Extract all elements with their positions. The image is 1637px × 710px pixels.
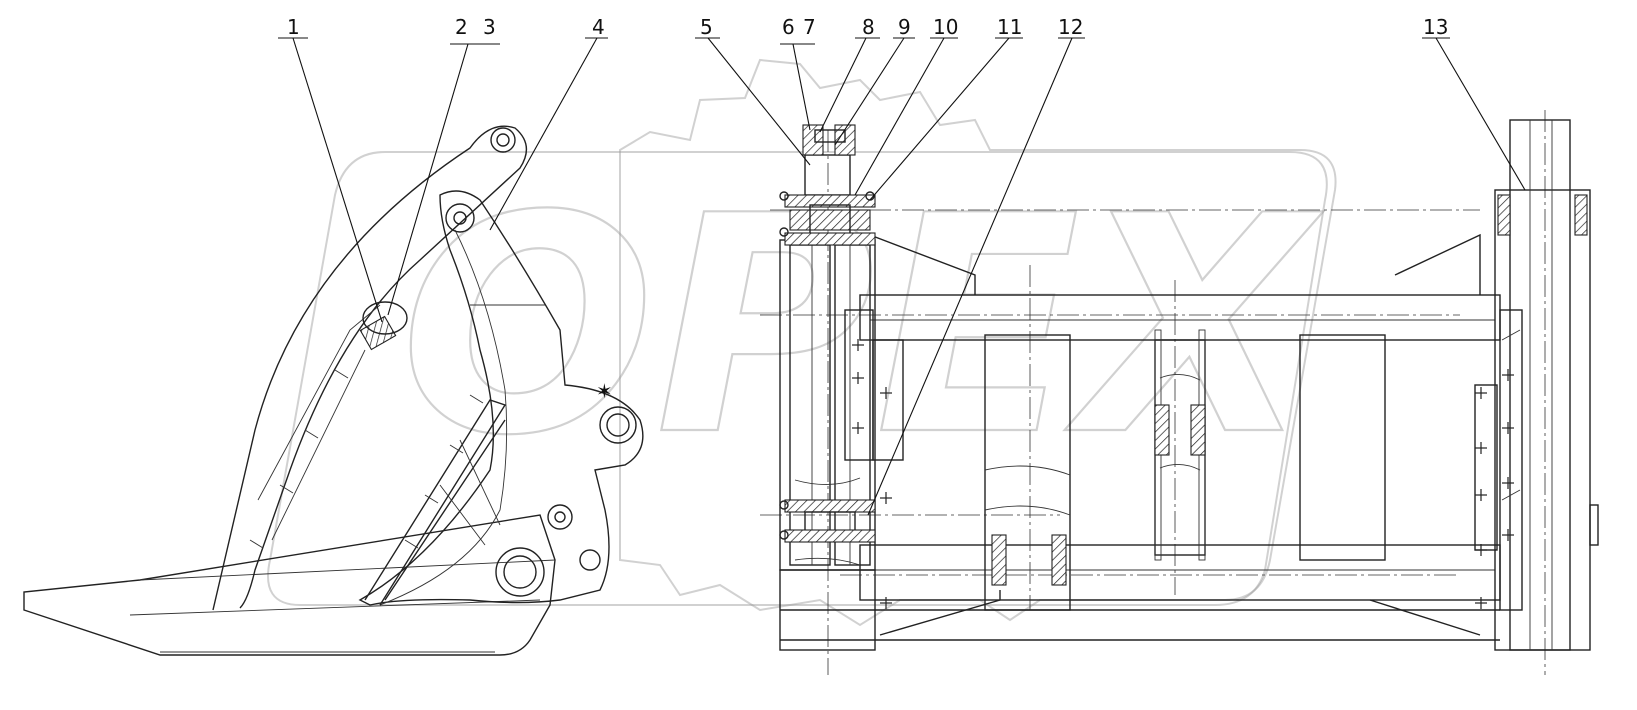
callout-3: 3 — [483, 15, 496, 39]
side-view: ✶ — [23, 125, 644, 656]
front-view — [760, 110, 1599, 675]
pivot-boss-right — [599, 406, 637, 444]
callout-8: 8 — [862, 15, 875, 39]
callout-4: 4 — [592, 15, 605, 39]
callout-leaders — [278, 37, 1526, 516]
watermark: OPEX — [267, 58, 1337, 627]
pivot-pin-middle — [547, 504, 573, 530]
cross-marks — [852, 339, 1514, 609]
lower-rail — [859, 544, 1501, 601]
left-upright — [779, 124, 904, 651]
center-post-left — [984, 334, 1071, 611]
fork-tine — [23, 514, 556, 656]
arm-cylinder — [359, 301, 408, 351]
callout-6: 6 — [782, 15, 795, 39]
callout-2: 2 — [455, 15, 468, 39]
callout-9: 9 — [898, 15, 911, 39]
watermark-frame-outline — [267, 151, 1328, 606]
callout-7: 7 — [803, 15, 816, 39]
pivot-pin-upper — [445, 203, 475, 233]
svg-text:✶: ✶ — [596, 379, 613, 403]
callout-1: 1 — [287, 15, 300, 39]
side-plate — [358, 190, 644, 606]
callout-11: 11 — [997, 15, 1022, 39]
arm-tick-marks — [249, 369, 484, 549]
center-post-right — [1299, 334, 1386, 561]
callout-10: 10 — [933, 15, 958, 39]
callout-numbers: 1 2 3 4 5 6 7 8 9 10 11 12 13 — [287, 15, 1448, 39]
callout-12: 12 — [1058, 15, 1083, 39]
clamp-arm — [212, 125, 528, 611]
callout-5: 5 — [700, 15, 713, 39]
callout-13: 13 — [1423, 15, 1448, 39]
right-upright — [1474, 119, 1599, 651]
watermark-text: OPEX — [400, 152, 1324, 501]
pivot-boss-lower — [495, 547, 545, 597]
